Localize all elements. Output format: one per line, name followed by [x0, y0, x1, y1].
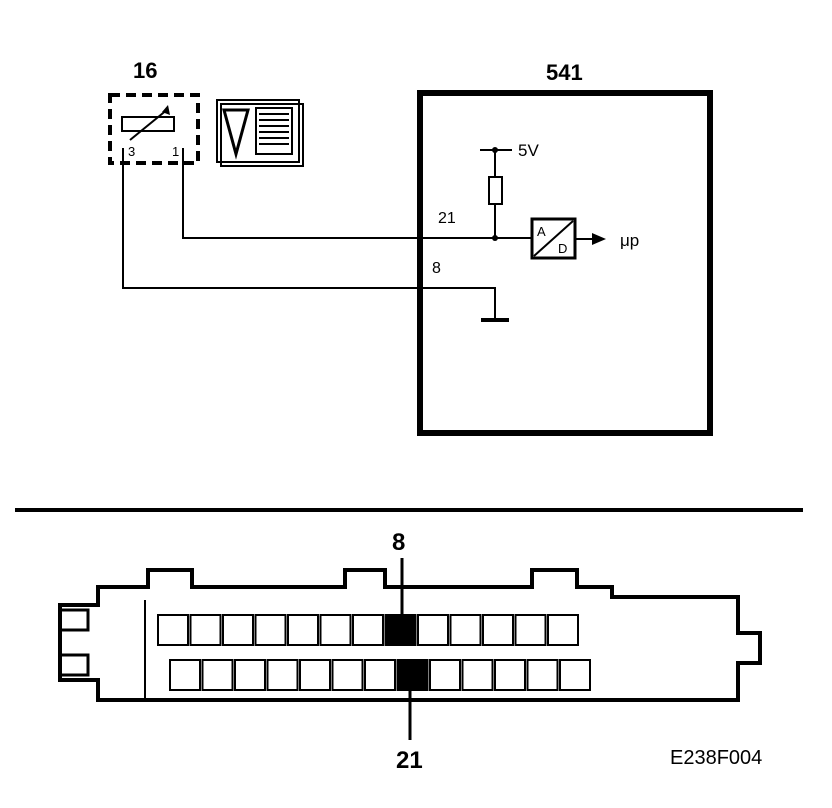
connector-pin-bottom	[234, 659, 266, 691]
connector-pin-bottom	[461, 659, 494, 691]
connector-pin-top	[319, 614, 352, 646]
figure-code: E238F004	[670, 747, 762, 769]
connector-pin-bottom	[429, 659, 461, 691]
connector-pin-bottom	[201, 659, 234, 691]
connector-pin-top	[352, 614, 384, 646]
connector-callout-top: 8	[392, 529, 405, 556]
connector-pin-bottom	[526, 659, 559, 691]
connector-pin-bottom	[331, 659, 364, 691]
connector-pin-bottom-highlighted	[396, 659, 429, 691]
connector-pin-bottom	[169, 659, 201, 691]
connector-outline	[58, 568, 762, 702]
ecu-id-label: 541	[546, 60, 583, 85]
connector-pin-top	[222, 614, 254, 646]
connector-pin-top	[157, 614, 189, 646]
connector-pin-bottom	[559, 659, 591, 691]
connector-bottom-row	[169, 659, 591, 691]
connector-pin-top	[482, 614, 514, 646]
converter-bottom-label: D	[558, 241, 567, 256]
temperature-gauge-icon	[216, 99, 304, 167]
ground-wire	[122, 148, 496, 320]
connector-pin-top	[417, 614, 449, 646]
ecu-pin-ground-label: 8	[432, 260, 441, 277]
connector-pin-bottom	[299, 659, 331, 691]
sensor-pin-right-label: 1	[172, 144, 179, 159]
output-arrow-icon	[592, 233, 606, 245]
connector-callout-bottom: 21	[396, 747, 423, 774]
variable-resistor-icon	[121, 105, 175, 141]
connector-top-row	[157, 614, 579, 646]
connector-pin-top	[449, 614, 482, 646]
connector-pin-bottom	[494, 659, 526, 691]
signal-wire	[182, 148, 532, 239]
ecu-box	[417, 90, 713, 436]
connector-pin-top	[547, 614, 579, 646]
pull-up-resistor	[488, 176, 503, 205]
sensor-pin-left-label: 3	[128, 144, 135, 159]
connector-pin-top	[254, 614, 287, 646]
supply-node	[492, 147, 498, 153]
connector-pin-top	[189, 614, 222, 646]
ecu-pin-signal-label: 21	[438, 210, 456, 227]
connector-latch	[58, 608, 90, 677]
supply-label: 5V	[518, 141, 539, 160]
sensor-housing	[108, 93, 200, 165]
connector-pin-bottom	[266, 659, 299, 691]
connector-pin-top	[514, 614, 547, 646]
signal-node	[492, 235, 498, 241]
connector-pin-top	[287, 614, 319, 646]
output-label: μp	[620, 231, 639, 250]
connector-pin-top-highlighted	[384, 614, 417, 646]
connector-pin-bottom	[364, 659, 396, 691]
sensor-id-label: 16	[133, 58, 157, 83]
converter-top-label: A	[537, 224, 546, 239]
